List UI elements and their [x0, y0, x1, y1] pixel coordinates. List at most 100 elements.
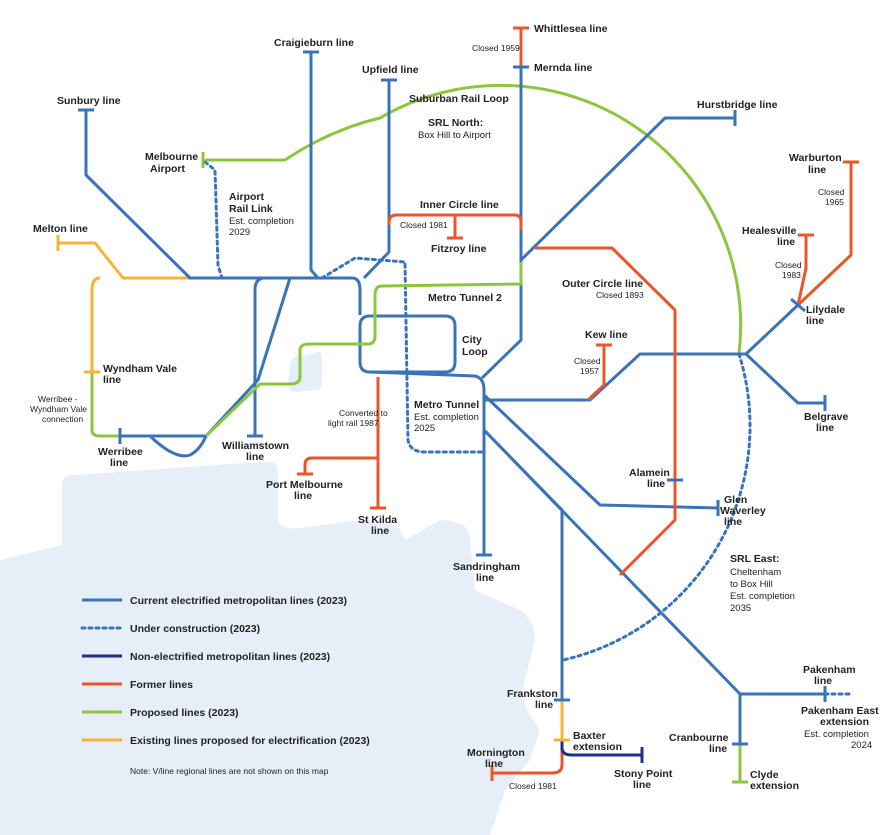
label-pakenham-east-3: Est. completion [804, 729, 869, 740]
glen-waverley-line [482, 393, 719, 510]
label-mornington-1: Mornington [467, 747, 525, 759]
label-whittlesea: Whittlesea line [534, 23, 608, 35]
wyndham-vale-line [90, 276, 101, 372]
belgrave-line [744, 352, 825, 405]
upfield-line [362, 80, 391, 280]
alamein-line [660, 352, 677, 480]
legend: Current electrified metropolitan lines (… [80, 595, 370, 747]
label-hurstbridge: Hurstbridge line [697, 99, 778, 111]
port-melbourne-line [303, 456, 378, 474]
werribee-wyndham-connection [90, 372, 120, 438]
label-wyndham-1: Wyndham Vale [103, 363, 177, 375]
srl-east [561, 352, 752, 662]
legend-label-proposed: Proposed lines (2023) [130, 707, 239, 719]
label-srl-east-1: SRL East: [730, 553, 779, 565]
label-srl-north-title: SRL North: [428, 117, 483, 129]
label-sandringham-1: Sandringham [453, 561, 520, 573]
label-closed-1957-2: 1957 [580, 366, 599, 376]
label-alamein-1: Alamein [629, 467, 670, 479]
label-metro-tunnel-1: Metro Tunnel [414, 399, 479, 411]
label-healesville-2: line [777, 236, 795, 248]
label-st-kilda-2: line [371, 525, 389, 537]
label-wyndham-2: line [103, 374, 121, 386]
label-closed-1893: Closed 1893 [596, 290, 644, 300]
legend-label-electrification: Existing lines proposed for electrificat… [130, 735, 370, 747]
label-clyde-2: extension [750, 780, 799, 792]
city-loop [358, 314, 457, 374]
label-lilydale-2: line [806, 315, 824, 327]
label-pakenham-east-1: Pakenham East [801, 705, 879, 717]
metro-tunnel-2 [204, 262, 523, 438]
label-pakenham-east-2: extension [820, 716, 869, 728]
label-williamstown-1: Williamstown [222, 440, 289, 452]
hurstbridge-line [519, 116, 735, 262]
city-to-south [369, 370, 486, 555]
label-sunbury: Sunbury line [57, 95, 121, 107]
label-sandringham-2: line [476, 572, 494, 584]
craigieburn-line [309, 52, 320, 279]
label-metro-tunnel-2-text: Est. completion [414, 412, 479, 423]
label-belgrave-1: Belgrave [804, 411, 849, 423]
werribee-loop [148, 434, 208, 458]
tick-lilydale [790, 297, 806, 313]
label-arl-4: 2029 [229, 227, 250, 238]
label-wwc-1: Werribee - [38, 394, 78, 404]
label-frankston-2: line [535, 699, 553, 711]
label-fitzroy: Fitzroy line [431, 243, 487, 255]
label-warburton-1: Warburton [789, 152, 842, 164]
label-cranbourne-1: Cranbourne [669, 732, 729, 744]
legend-label-nonelectric: Non-electrified metropolitan lines (2023… [130, 651, 330, 663]
label-airport-2: Airport [150, 163, 186, 175]
label-closed-1983-2: 1983 [782, 270, 801, 280]
label-arl-1: Airport [229, 191, 265, 203]
lilydale-line [484, 303, 800, 402]
kew-line [586, 345, 606, 402]
label-glen-waverley-1: Glen [724, 494, 747, 506]
hobsons-bay-inlet [288, 351, 322, 392]
label-melton: Melton line [33, 223, 88, 235]
label-closed-1965-1: Closed [818, 187, 845, 197]
legend-label-construction: Under construction (2023) [130, 623, 260, 635]
label-port-melbourne-2: line [294, 490, 312, 502]
sunbury-line [84, 110, 362, 315]
label-inner-circle: Inner Circle line [420, 199, 499, 211]
label-airport-1: Melbourne [145, 151, 198, 163]
werribee-line [120, 277, 292, 438]
label-pakenham-2: line [814, 675, 832, 687]
label-wwc-3: connection [42, 414, 83, 424]
label-srl-east-2: Cheltenham [730, 567, 781, 578]
label-closed-1981-ic: Closed 1981 [400, 220, 448, 230]
mornington-line [492, 740, 564, 775]
suburban-rail-loop [205, 83, 743, 355]
label-werribee-2: line [110, 457, 128, 469]
label-wwc-2: Wyndham Vale [30, 404, 87, 414]
label-williamstown-2: line [246, 451, 264, 463]
label-stony-point-1: Stony Point [614, 768, 673, 780]
label-upfield: Upfield line [362, 64, 419, 76]
label-srl-east-5: 2035 [730, 603, 751, 614]
label-stony-point-2: line [633, 779, 651, 791]
legend-label-former: Former lines [130, 679, 193, 691]
label-arl-2: Rail Link [229, 203, 273, 215]
label-srl-north-desc: Box Hill to Airport [418, 130, 491, 141]
label-st-kilda-1: St Kilda [358, 514, 397, 526]
label-metro-tunnel-3: 2025 [414, 423, 435, 434]
label-craigieburn: Craigieburn line [274, 37, 354, 49]
label-closed-1959: Closed 1959 [472, 43, 520, 53]
label-port-melbourne-1: Port Melbourne [266, 479, 343, 491]
warburton-line [796, 162, 853, 307]
label-kew: Kew line [585, 329, 628, 341]
terminus-ticks [56, 26, 859, 784]
label-baxter-2: extension [573, 741, 622, 753]
outer-circle-line [535, 246, 677, 577]
label-glen-waverley-2: Waverley [720, 505, 766, 517]
label-belgrave-2: line [816, 422, 834, 434]
metro-tunnel [320, 256, 486, 454]
port-phillip-bay [0, 461, 540, 835]
label-lilydale-1: Lilydale [806, 304, 845, 316]
label-frankston-1: Frankston [507, 688, 558, 700]
label-healesville-1: Healesville [742, 225, 796, 237]
label-closed-1965-2: 1965 [825, 197, 844, 207]
